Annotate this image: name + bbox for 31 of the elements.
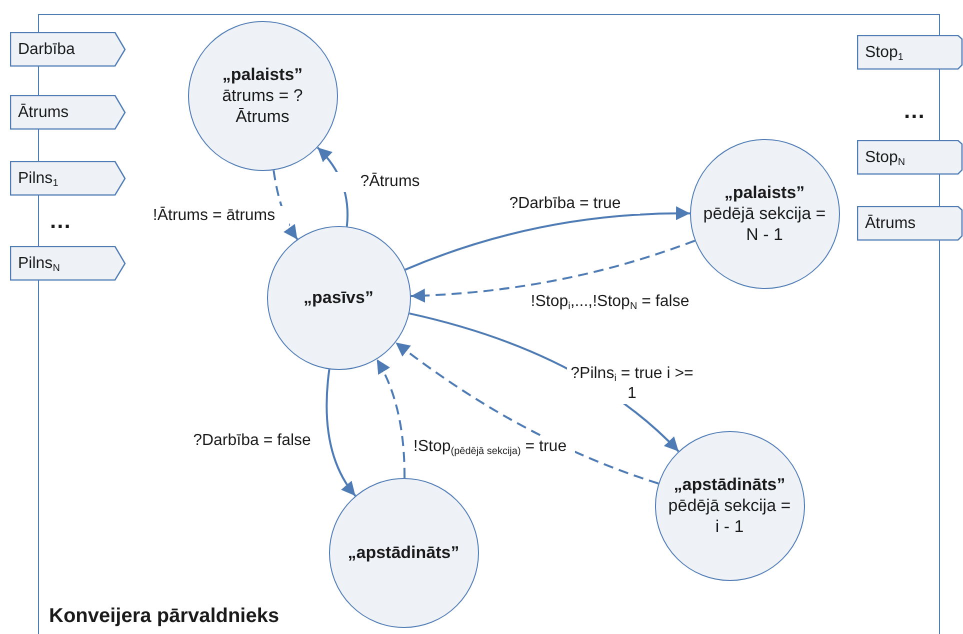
port-tab (10, 32, 126, 67)
state-name: „palaists” (222, 64, 303, 85)
frame-title: Konveijera pārvaldnieks (49, 605, 280, 628)
port-label: Pilns$_{1}$ (18, 170, 58, 188)
state-detail: pēdējā sekcija = i - 1 (667, 495, 792, 537)
ellipsis-text: ... (50, 208, 72, 234)
arrow (272, 170, 298, 240)
state-name: „pasīvs” (304, 287, 374, 308)
port-tab (10, 95, 126, 130)
state-detail: pēdējā sekcija = N - 1 (702, 203, 827, 245)
port-label: Ātrums (865, 214, 916, 232)
port-tab (10, 246, 126, 281)
arrow (404, 206, 690, 271)
arrow (395, 342, 659, 484)
port-tab (857, 206, 963, 241)
arrow (376, 358, 406, 478)
port-label: Ātrums (18, 104, 69, 122)
port-label: Stop$_{N}$ (865, 148, 906, 166)
arrow (326, 369, 356, 496)
state-detail: ātrums = ?Ātrums (221, 85, 304, 127)
port-label: Darbība (18, 40, 75, 58)
ellipsis-text: ... (904, 98, 926, 124)
port-label: Stop$_{1}$ (865, 44, 904, 62)
port-label: Pilns$_{N}$ (18, 254, 60, 272)
port-tab (857, 35, 963, 70)
state-name: „apstādināts” (674, 474, 786, 495)
arrow (410, 240, 696, 302)
state-name: „apstādināts” (348, 542, 460, 563)
port-tab (10, 161, 126, 196)
state-name: „palaists” (724, 182, 805, 203)
port-tab (857, 140, 963, 175)
